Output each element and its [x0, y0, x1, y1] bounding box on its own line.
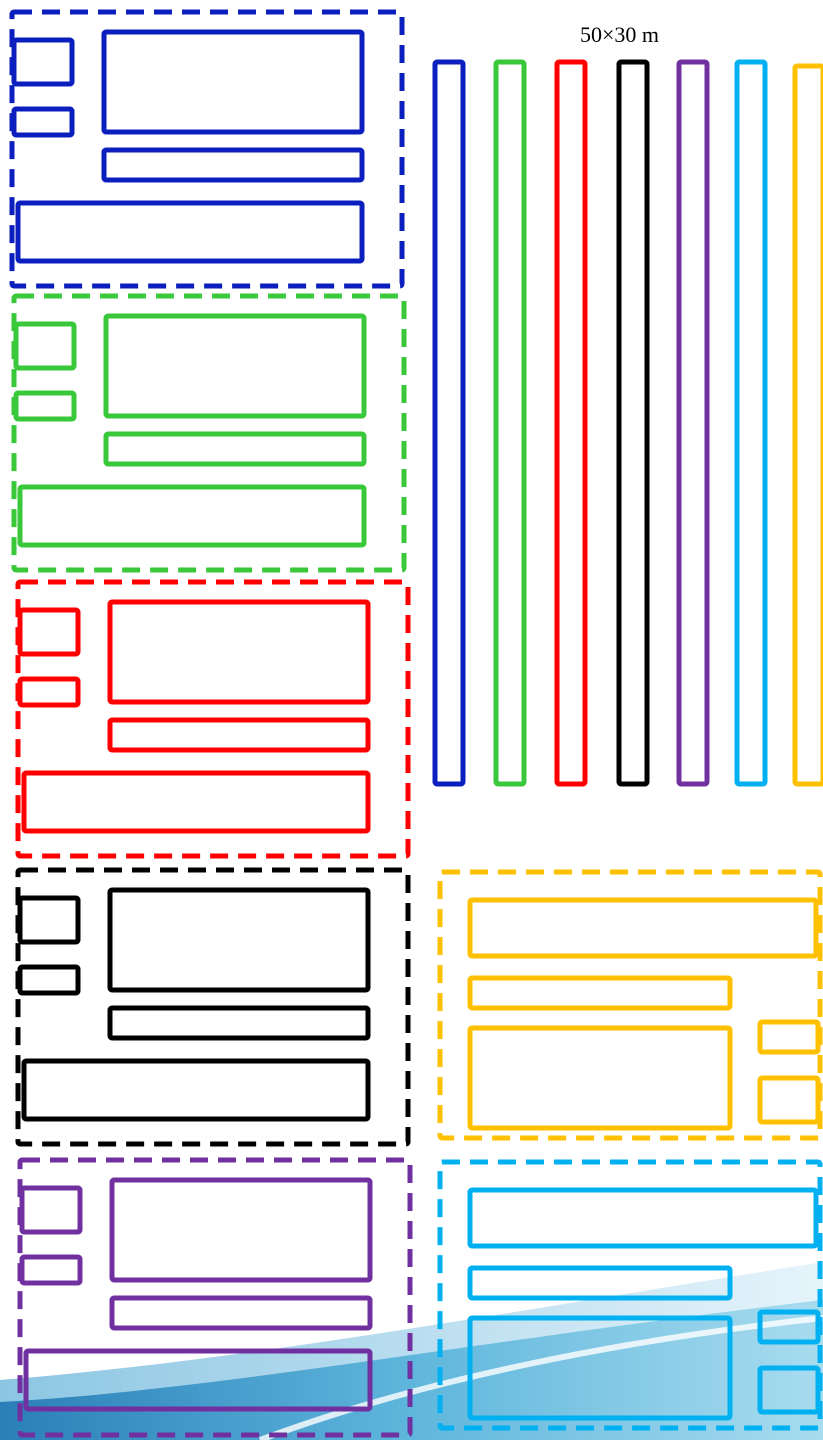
strip-red [557, 62, 585, 784]
layout-group-black [18, 870, 408, 1144]
strip-cyan [737, 62, 765, 784]
small-building-b [760, 1078, 818, 1122]
scale-label: 50×30 m [580, 22, 659, 47]
main-building [104, 32, 362, 132]
narrow-building [470, 978, 730, 1008]
layout-group-yellow [440, 872, 820, 1138]
long-building [24, 773, 368, 831]
small-building-b [20, 967, 78, 993]
small-building-a [760, 1022, 818, 1052]
narrow-building [112, 1298, 370, 1328]
small-building-a [22, 1188, 80, 1232]
small-building-a [20, 610, 78, 654]
strip-yellow [795, 66, 823, 784]
top-long-building [470, 1190, 816, 1246]
main-building [110, 890, 368, 990]
plot-strips [435, 62, 823, 784]
long-building [18, 203, 362, 261]
main-building [110, 602, 368, 702]
narrow-building [104, 150, 362, 180]
layout-group-green [14, 296, 404, 570]
layout-group-blue [12, 12, 402, 286]
small-building-a [14, 40, 72, 84]
narrow-building [106, 434, 364, 464]
strip-purple [679, 62, 707, 784]
narrow-building [110, 1008, 368, 1038]
strip-green [496, 62, 524, 784]
strip-black [619, 62, 647, 784]
top-long-building [470, 900, 816, 956]
long-building [20, 487, 364, 545]
long-building [24, 1061, 368, 1119]
small-building-b [22, 1257, 80, 1283]
small-building-a [16, 324, 74, 368]
left-layout-groups [12, 12, 410, 1435]
small-building-b [20, 679, 78, 705]
main-building [112, 1180, 370, 1280]
main-building [106, 316, 364, 416]
small-building-b [14, 109, 72, 135]
layout-group-red [18, 582, 408, 856]
group-boundary-yellow [440, 872, 820, 1138]
small-building-b [16, 393, 74, 419]
strip-blue [435, 62, 463, 784]
small-building-a [20, 898, 78, 942]
narrow-building [110, 720, 368, 750]
main-building [470, 1028, 730, 1128]
